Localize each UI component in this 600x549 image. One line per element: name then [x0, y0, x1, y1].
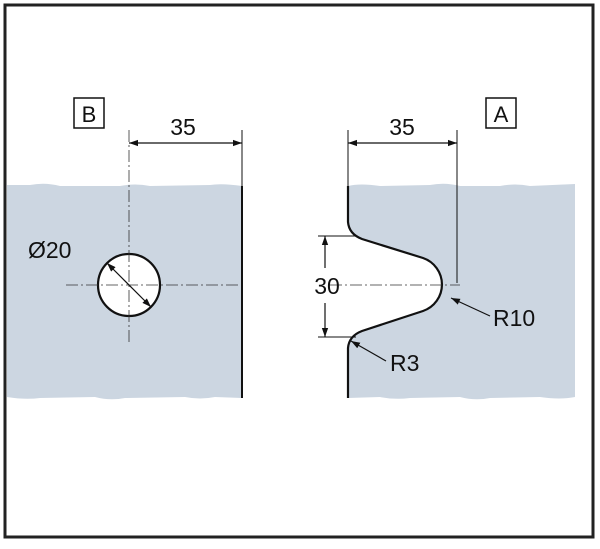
dim-30-label: 30 [314, 273, 340, 299]
hole-diameter-label: Ø20 [28, 237, 71, 263]
r3-label: R3 [390, 350, 419, 376]
view-b-box [73, 97, 105, 129]
outer-border [3, 3, 595, 539]
r10-leader [450, 297, 491, 317]
dim-b-label: 35 [170, 114, 196, 140]
panel-a-glass [348, 183, 575, 400]
panel-a-notch-edge [346, 186, 444, 398]
dim-a-label: 35 [389, 114, 415, 140]
view-b-label: B [82, 102, 97, 127]
view-a-box [485, 97, 517, 129]
view-a-label: A [494, 102, 509, 127]
hole-diameter-arrow [106, 262, 152, 308]
r3-leader [350, 340, 387, 362]
r10-label: R10 [493, 305, 535, 331]
